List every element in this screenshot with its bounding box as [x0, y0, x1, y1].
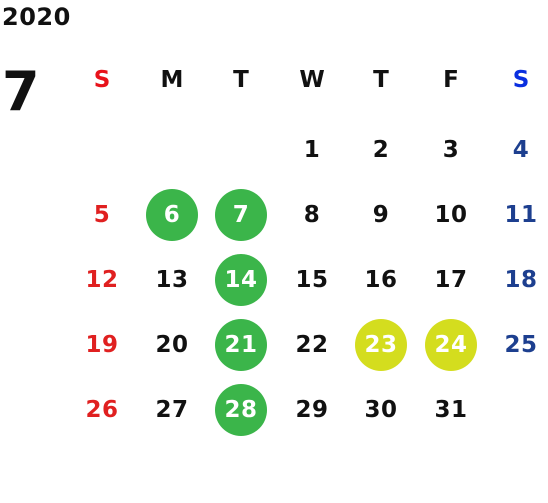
day-5: 5 [93, 202, 111, 228]
day-3: 3 [442, 137, 460, 163]
day-25: 25 [504, 332, 538, 358]
weekday-saturday: S [512, 67, 530, 93]
day-1: 1 [303, 137, 321, 163]
day-27: 27 [155, 397, 189, 423]
weekday-monday: M [160, 67, 184, 93]
month-label: 7 [2, 60, 40, 123]
weekday-sunday: S [93, 67, 111, 93]
weekday-wednesday: W [299, 67, 325, 93]
day-14-highlighted-green: 14 [215, 254, 267, 306]
day-23-highlighted-yellow: 23 [355, 319, 407, 371]
day-10: 10 [434, 202, 468, 228]
weekday-thursday: T [373, 67, 389, 93]
day-28-highlighted-green: 28 [215, 384, 267, 436]
day-21-highlighted-green: 21 [215, 319, 267, 371]
day-26: 26 [85, 397, 119, 423]
day-19: 19 [85, 332, 119, 358]
day-24-highlighted-yellow: 24 [425, 319, 477, 371]
day-29: 29 [295, 397, 329, 423]
weekday-tuesday: T [233, 67, 249, 93]
day-16: 16 [364, 267, 398, 293]
day-9: 9 [372, 202, 390, 228]
day-22: 22 [295, 332, 329, 358]
day-11: 11 [504, 202, 538, 228]
day-2: 2 [372, 137, 390, 163]
weekday-friday: F [443, 67, 459, 93]
day-30: 30 [364, 397, 398, 423]
day-12: 12 [85, 267, 119, 293]
day-20: 20 [155, 332, 189, 358]
day-7-highlighted-green: 7 [215, 189, 267, 241]
day-15: 15 [295, 267, 329, 293]
year-label: 2020 [2, 3, 71, 31]
day-31: 31 [434, 397, 468, 423]
day-4: 4 [512, 137, 530, 163]
day-8: 8 [303, 202, 321, 228]
day-6-highlighted-green: 6 [146, 189, 198, 241]
day-17: 17 [434, 267, 468, 293]
day-18: 18 [504, 267, 538, 293]
day-13: 13 [155, 267, 189, 293]
